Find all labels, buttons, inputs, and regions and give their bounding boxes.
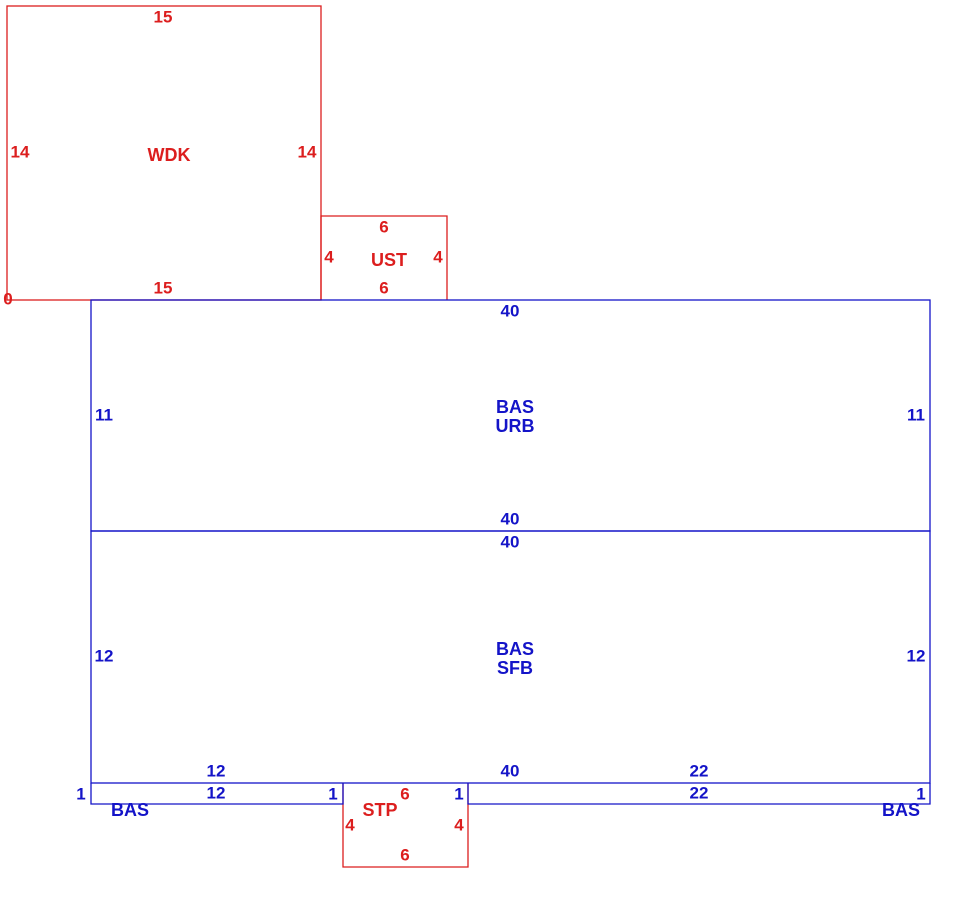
bas-left-right-dimension: 1 [328, 784, 337, 803]
bas-left-left-dimension: 1 [76, 784, 85, 803]
main-labels: 40 11 11 BAS URB 40 40 12 12 BAS SFB 12 … [76, 301, 925, 819]
sfb-bottom-right-dimension: 22 [690, 761, 709, 780]
urb-top-dimension: 40 [501, 301, 520, 320]
ust-left-dimension: 4 [324, 247, 334, 266]
sfb-right-dimension: 12 [907, 646, 926, 665]
bas-right-top-dimension: 22 [690, 783, 709, 802]
urb-area-code-1: BAS [496, 397, 534, 417]
bas-right-left-dimension: 1 [454, 784, 463, 803]
urb-left-dimension: 11 [95, 405, 113, 424]
urb-right-dimension: 11 [907, 405, 925, 424]
sfb-area-code-1: BAS [496, 639, 534, 659]
sfb-top-dimension: 40 [501, 532, 520, 551]
stp-left-dimension: 4 [345, 815, 355, 834]
wdk-bottom-dimension: 15 [154, 278, 173, 297]
sfb-bottom-mid-dimension: 40 [501, 761, 520, 780]
bas-right-area-code: BAS [882, 800, 920, 820]
bas-right-area [467, 783, 931, 805]
stp-top-dimension: 6 [400, 784, 409, 803]
sfb-area-code-2: SFB [497, 658, 533, 678]
bas-right-right-dimension: 1 [916, 784, 925, 803]
auxiliary-areas [6, 5, 469, 868]
ust-area [320, 215, 448, 300]
urb-area-code-2: URB [496, 416, 535, 436]
wdk-left-dimension: 14 [11, 142, 30, 161]
stp-right-dimension: 4 [454, 815, 464, 834]
wdk-area-code: WDK [148, 145, 191, 165]
bas-left-area-code: BAS [111, 800, 149, 820]
auxiliary-labels: 15 14 14 WDK 15 0 6 4 UST 4 6 6 STP 4 4 … [3, 7, 464, 864]
stp-bottom-dimension: 6 [400, 845, 409, 864]
ust-top-dimension: 6 [379, 217, 388, 236]
ust-bottom-dimension: 6 [379, 278, 388, 297]
sketch-origin-marker: 0 [3, 289, 12, 308]
ust-right-dimension: 4 [433, 247, 443, 266]
wdk-right-dimension: 14 [298, 142, 317, 161]
urb-bottom-dimension: 40 [501, 509, 520, 528]
stp-area [342, 783, 469, 868]
bas-left-area [90, 783, 344, 805]
sfb-left-dimension: 12 [95, 646, 114, 665]
ust-area-code: UST [371, 250, 407, 270]
bas-left-top-dimension: 12 [207, 783, 226, 802]
wdk-top-dimension: 15 [154, 7, 173, 26]
sfb-bottom-left-dimension: 12 [207, 761, 226, 780]
main-areas [90, 299, 931, 805]
sfb-area [90, 530, 931, 784]
stp-area-code: STP [362, 800, 397, 820]
